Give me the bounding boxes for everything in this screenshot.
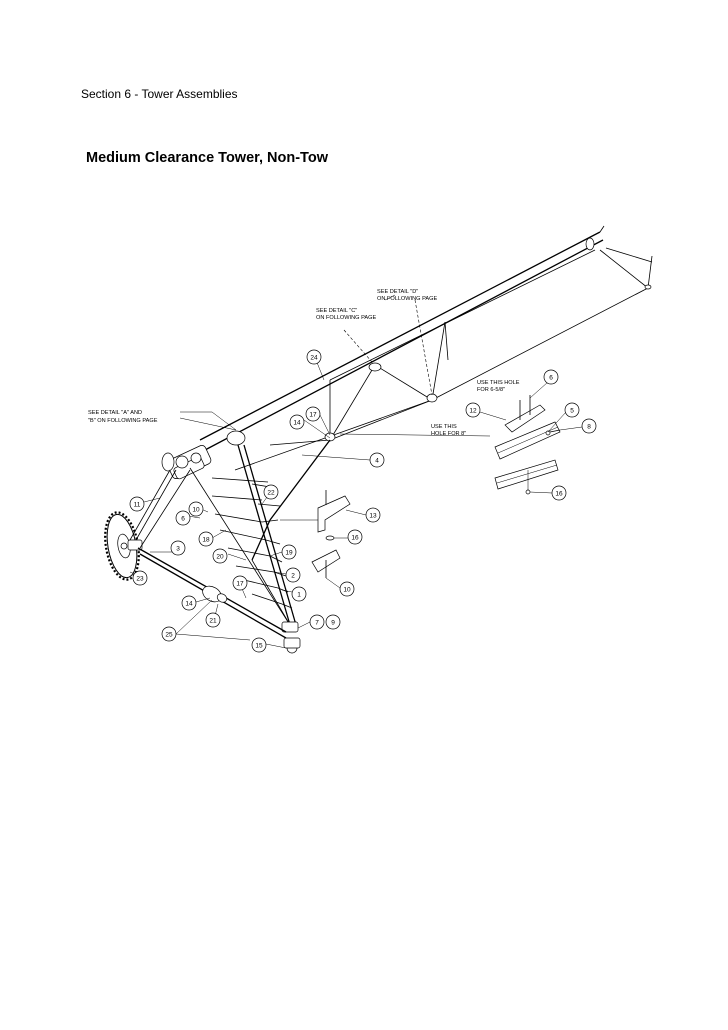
diagram-notes: SEE DETAIL "D" ON FOLLOWING PAGE SEE DET… <box>88 289 520 437</box>
svg-text:16: 16 <box>555 491 563 498</box>
note-detail-c-line1: SEE DETAIL "C" <box>316 308 357 314</box>
callout-4: 4 <box>369 452 385 468</box>
svg-text:21: 21 <box>209 618 217 625</box>
svg-text:20: 20 <box>216 554 224 561</box>
note-detail-ab-line2: "B" ON FOLLOWING PAGE <box>88 418 158 424</box>
callout-6: 6 <box>543 369 559 385</box>
callout-3: 3 <box>170 540 186 556</box>
note-hole-658-line2: FOR 6-5/8" <box>477 387 505 393</box>
callout-23: 23 <box>132 570 148 586</box>
note-hole-8-line1: USE THIS <box>431 424 457 430</box>
section-heading: Section 6 - Tower Assemblies <box>81 87 238 101</box>
callout-20: 20 <box>212 548 228 564</box>
svg-text:22: 22 <box>267 490 275 497</box>
svg-text:3: 3 <box>176 546 180 553</box>
callout-11: 11 <box>129 496 145 512</box>
svg-text:15: 15 <box>255 643 263 650</box>
callout-8: 8 <box>581 418 597 434</box>
leader-lines <box>129 294 583 649</box>
svg-text:19: 19 <box>285 550 293 557</box>
wheel-assembly <box>104 469 287 639</box>
callout-15: 15 <box>251 637 267 653</box>
callout-13: 13 <box>365 507 381 523</box>
note-detail-ab-line1: SEE DETAIL "A" AND <box>88 410 142 416</box>
callout-22: 22 <box>263 484 279 500</box>
svg-text:17: 17 <box>309 412 317 419</box>
svg-text:23: 23 <box>136 576 144 583</box>
svg-text:14: 14 <box>185 601 193 608</box>
callout-2: 2 <box>285 567 301 583</box>
svg-text:25: 25 <box>165 632 173 639</box>
svg-text:10: 10 <box>192 507 200 514</box>
svg-text:7: 7 <box>315 620 319 627</box>
callout-16-right: 16 <box>551 485 567 501</box>
callouts: 24 6 5 8 12 17 14 4 <box>129 349 597 653</box>
svg-text:6: 6 <box>549 375 553 382</box>
svg-text:18: 18 <box>202 537 210 544</box>
svg-text:8: 8 <box>587 424 591 431</box>
callout-14: 14 <box>289 414 305 430</box>
callout-9: 9 <box>325 614 341 630</box>
callout-16-middle: 16 <box>347 529 363 545</box>
callout-21: 21 <box>205 612 221 628</box>
tower-structure <box>189 439 331 654</box>
note-detail-d-line1: SEE DETAIL "D" <box>377 289 418 295</box>
note-detail-c-line2: ON FOLLOWING PAGE <box>316 315 376 321</box>
callout-19: 19 <box>281 544 297 560</box>
note-detail-d-line2: ON FOLLOWING PAGE <box>377 296 437 302</box>
svg-text:5: 5 <box>570 408 574 415</box>
exploded-parts <box>311 395 561 578</box>
svg-text:13: 13 <box>369 513 377 520</box>
svg-text:10: 10 <box>343 587 351 594</box>
page-title: Medium Clearance Tower, Non-Tow <box>86 150 328 166</box>
note-hole-658-line1: USE THIS HOLE <box>477 380 520 386</box>
callout-17: 17 <box>305 406 321 422</box>
note-hole-8-line2: HOLE FOR 8" <box>431 431 466 437</box>
svg-text:12: 12 <box>469 408 477 415</box>
svg-text:14: 14 <box>293 420 301 427</box>
callout-1: 1 <box>291 586 307 602</box>
svg-text:4: 4 <box>375 458 379 465</box>
callout-10-upper: 10 <box>188 501 204 517</box>
callout-25: 25 <box>161 626 177 642</box>
callout-18: 18 <box>198 531 214 547</box>
svg-text:2: 2 <box>291 573 295 580</box>
svg-text:11: 11 <box>134 502 141 509</box>
svg-text:24: 24 <box>310 355 318 362</box>
callout-14-lower: 14 <box>181 595 197 611</box>
svg-text:9: 9 <box>331 620 335 627</box>
callout-17-lower: 17 <box>232 575 248 591</box>
callout-24: 24 <box>306 349 322 365</box>
truss-span <box>199 225 653 471</box>
callout-5: 5 <box>564 402 580 418</box>
drive-assembly <box>161 445 212 480</box>
callout-12: 12 <box>465 402 481 418</box>
svg-text:17: 17 <box>236 581 244 588</box>
callout-10-lower: 10 <box>339 581 355 597</box>
svg-text:16: 16 <box>351 535 359 542</box>
svg-text:6: 6 <box>181 516 185 523</box>
callout-6-left: 6 <box>175 510 191 526</box>
svg-text:1: 1 <box>297 592 301 599</box>
callout-7: 7 <box>309 614 325 630</box>
